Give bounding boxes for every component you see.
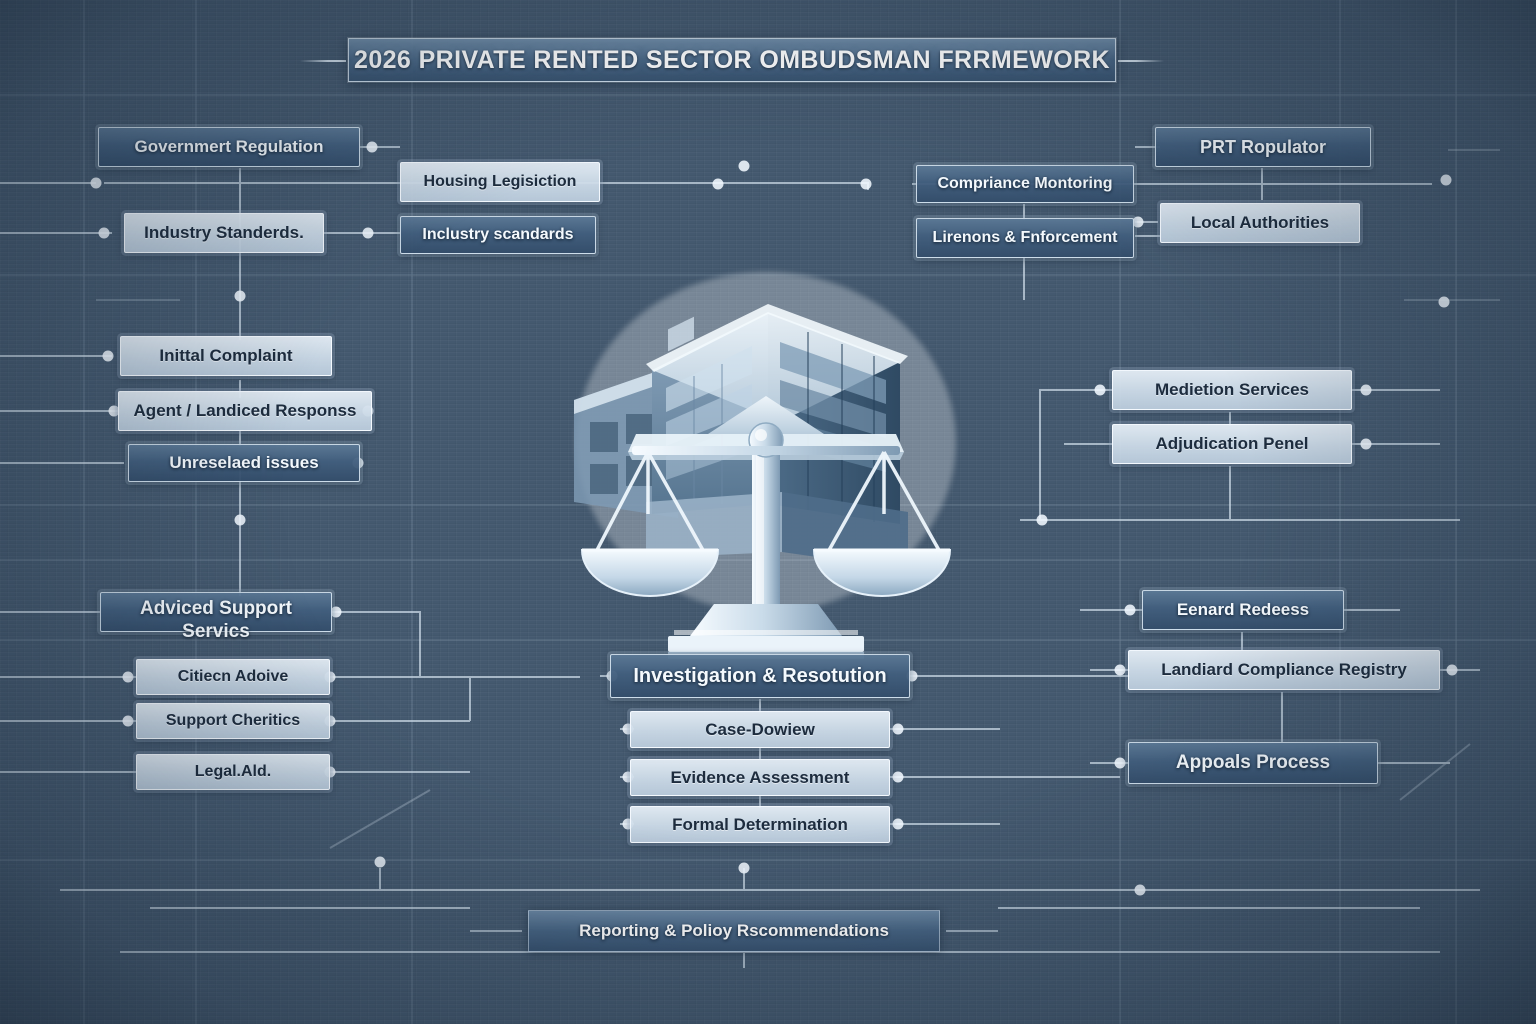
node-appeals-process-label: Appoals Process — [1175, 752, 1331, 774]
node-support-charities-label: Support Cheritics — [165, 712, 301, 730]
node-adjudication-panel[interactable]: Adjudication Penel — [1112, 424, 1352, 464]
node-mediation-services-label: Medietion Services — [1154, 380, 1309, 400]
node-landlord-compliance-registry[interactable]: Landiard Compliance Registry — [1128, 650, 1440, 690]
node-industry-standards-inner-label: Inclustry scandards — [422, 226, 574, 244]
node-local-authorities-label: Local Authorities — [1190, 213, 1330, 233]
node-citizens-advice-label: Citiecn Adoive — [177, 668, 289, 686]
node-legal-aid[interactable]: Legal.Ald. — [136, 754, 330, 790]
node-initial-complaint[interactable]: Inittal Complaint — [120, 336, 332, 376]
node-formal-determination-label: Formal Determination — [672, 814, 848, 834]
footer-rule-right — [946, 930, 998, 932]
node-legal-aid-label: Legal.Ald. — [194, 763, 272, 781]
node-evidence-assessment[interactable]: Evidence Assessment — [630, 759, 890, 796]
footer-bar: Reporting & Polioy Rscommendations — [528, 910, 940, 952]
node-agent-landlord-response-label: Agent / Landiced Responss — [133, 401, 357, 421]
footer-rule-left — [470, 930, 522, 932]
node-investigation-resolution[interactable]: Investigation & Resotution — [610, 654, 910, 698]
page-title-text: 2026 PRIVATE RENTED SECTOR OMBUDSMAN FRR… — [354, 45, 1110, 74]
node-prs-regulator[interactable]: PRT Ropulator — [1155, 127, 1371, 167]
node-housing-legislation[interactable]: Housing Legisiction — [400, 162, 600, 202]
node-government-regulation-label: Governmert Regulation — [134, 137, 324, 157]
node-compliance-monitoring[interactable]: Compriance Montoring — [916, 165, 1134, 203]
node-advice-support-services-label: Adviced Support Servics — [139, 598, 292, 643]
node-support-charities[interactable]: Support Cheritics — [136, 703, 330, 739]
node-tenant-redress-label: Eenard Redeess — [1176, 600, 1310, 620]
node-licensing-enforcement-label: Lirenons & Fnforcement — [932, 229, 1118, 247]
node-mediation-services[interactable]: Medietion Services — [1112, 370, 1352, 410]
node-agent-landlord-response[interactable]: Agent / Landiced Responss — [118, 391, 372, 431]
title-rule-right — [1118, 60, 1164, 62]
node-unresolved-issues[interactable]: Unreselaed issues — [128, 444, 360, 482]
node-initial-complaint-label: Inittal Complaint — [159, 346, 293, 366]
node-adjudication-panel-label: Adjudication Penel — [1155, 434, 1309, 454]
footer-bar-text: Reporting & Polioy Rscommendations — [579, 921, 889, 940]
node-industry-standards[interactable]: Industry Standerds. — [124, 213, 324, 253]
node-investigation-resolution-label: Investigation & Resotution — [633, 664, 887, 687]
node-case-review-label: Case-Dowiew — [705, 719, 815, 739]
node-tenant-redress[interactable]: Eenard Redeess — [1142, 590, 1344, 630]
node-evidence-assessment-label: Evidence Assessment — [670, 767, 850, 787]
node-government-regulation[interactable]: Governmert Regulation — [98, 127, 360, 167]
page-title: 2026 PRIVATE RENTED SECTOR OMBUDSMAN FRR… — [348, 38, 1116, 82]
node-citizens-advice[interactable]: Citiecn Adoive — [136, 659, 330, 695]
node-housing-legislation-label: Housing Legisiction — [423, 173, 577, 191]
node-local-authorities[interactable]: Local Authorities — [1160, 203, 1360, 243]
node-prs-regulator-label: PRT Ropulator — [1200, 136, 1326, 157]
title-rule-left — [300, 60, 346, 62]
node-appeals-process[interactable]: Appoals Process — [1128, 742, 1378, 784]
courthouse-scales-icon — [556, 252, 976, 672]
node-compliance-monitoring-label: Compriance Montoring — [937, 175, 1113, 193]
node-landlord-compliance-registry-label: Landiard Compliance Registry — [1161, 660, 1407, 680]
node-industry-standards-label: Industry Standerds. — [144, 223, 304, 243]
node-industry-standards-inner[interactable]: Inclustry scandards — [400, 216, 596, 254]
node-formal-determination[interactable]: Formal Determination — [630, 806, 890, 843]
node-case-review[interactable]: Case-Dowiew — [630, 711, 890, 748]
node-unresolved-issues-label: Unreselaed issues — [169, 453, 319, 473]
node-advice-support-services[interactable]: Adviced Support Servics — [100, 592, 332, 642]
node-licensing-enforcement[interactable]: Lirenons & Fnforcement — [916, 218, 1134, 258]
